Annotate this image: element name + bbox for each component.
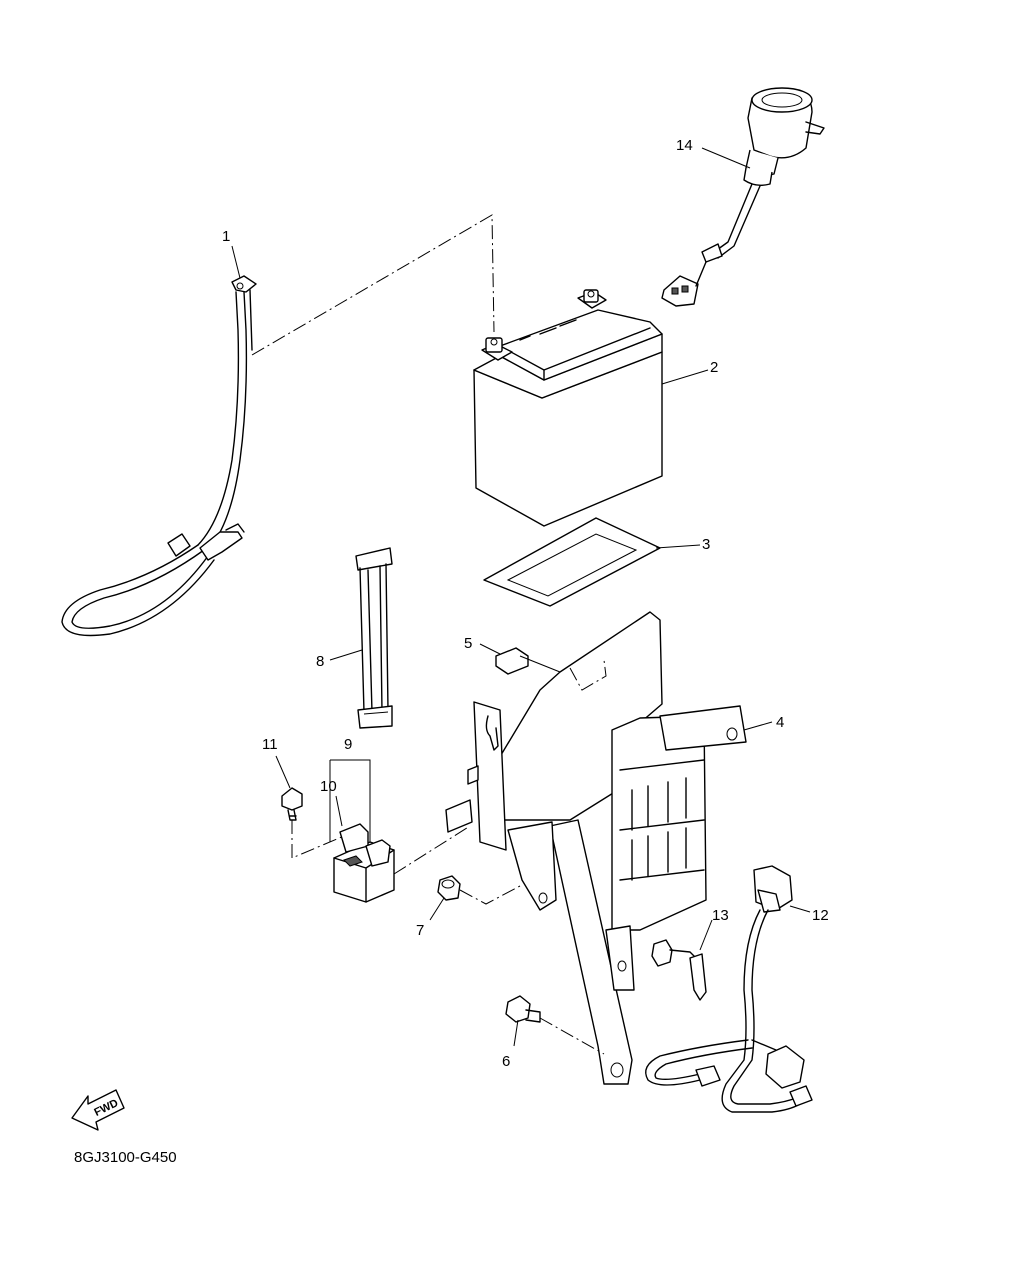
callout-8: 8 xyxy=(316,653,324,670)
callout-12: 12 xyxy=(812,907,829,924)
accessory-socket xyxy=(661,87,825,307)
sensor-lead xyxy=(651,939,707,1001)
callout-5: 5 xyxy=(464,635,472,652)
callout-leaders xyxy=(231,147,811,1047)
leader-line-1-to-battery xyxy=(251,214,495,356)
callout-6: 6 xyxy=(502,1053,510,1070)
drawing-code: 8GJ3100-G450 xyxy=(74,1149,177,1166)
callout-10: 10 xyxy=(320,778,337,795)
fwd-arrow-icon: FWD xyxy=(71,1089,125,1131)
battery xyxy=(473,289,663,527)
leader-line-11 xyxy=(291,820,345,859)
starter-relay xyxy=(333,823,395,903)
bolt-6 xyxy=(505,995,541,1023)
grommet xyxy=(437,875,461,901)
callout-1: 1 xyxy=(222,228,230,245)
callout-9: 9 xyxy=(344,736,352,753)
callout-14: 14 xyxy=(676,137,693,154)
battery-band xyxy=(355,547,393,729)
battery-mat xyxy=(483,517,661,607)
callout-4: 4 xyxy=(776,714,784,731)
battery-cable-harness xyxy=(61,275,257,637)
callout-7: 7 xyxy=(416,922,424,939)
callout-2: 2 xyxy=(710,359,718,376)
callout-3: 3 xyxy=(702,536,710,553)
leader-line-7 xyxy=(459,885,521,905)
callout-11: 11 xyxy=(262,736,278,753)
battery-box-bracket xyxy=(445,611,747,1085)
callout-13: 13 xyxy=(712,907,729,924)
bolt-11 xyxy=(281,787,303,821)
leader-line-6 xyxy=(539,1017,605,1055)
leader-line-relay xyxy=(393,825,471,875)
pad xyxy=(495,647,529,675)
sub-wire-harness xyxy=(645,865,813,1113)
